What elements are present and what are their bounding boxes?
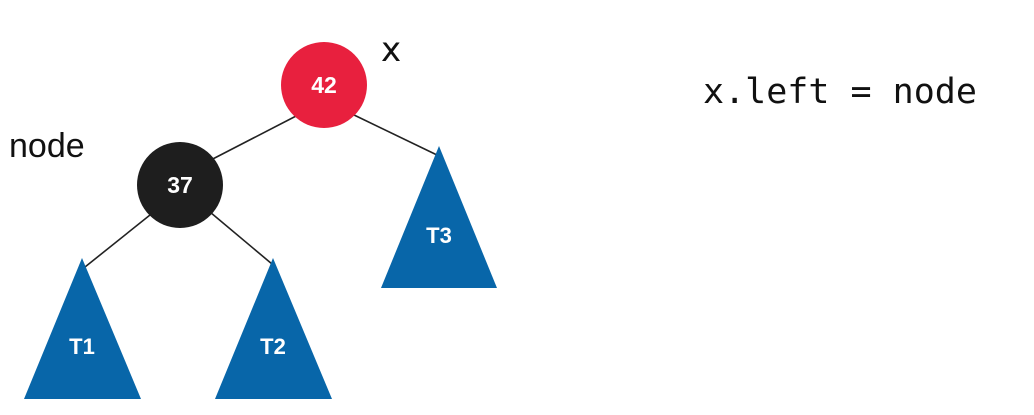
node-37-label: 37 (167, 172, 193, 198)
node-42-circle (281, 42, 367, 128)
subtree-t3-label: T3 (426, 223, 452, 248)
node-42-label: 42 (311, 72, 337, 98)
edge-42-to-37 (204, 113, 301, 164)
node-37-circle (137, 142, 223, 228)
edge-37-to-t2 (203, 206, 273, 265)
subtree-t1-label: T1 (69, 334, 95, 359)
x-pointer-label: x (381, 30, 401, 70)
edge-37-to-t1 (84, 206, 161, 268)
code-statement: x.left = node (703, 72, 977, 112)
subtree-t2-label: T2 (260, 334, 286, 359)
subtree-t1-triangle (24, 258, 141, 399)
edge-42-to-t3 (351, 113, 438, 156)
subtree-t2-triangle (215, 258, 332, 399)
node-pointer-label: node (9, 127, 85, 165)
subtree-t3-triangle (381, 146, 497, 288)
